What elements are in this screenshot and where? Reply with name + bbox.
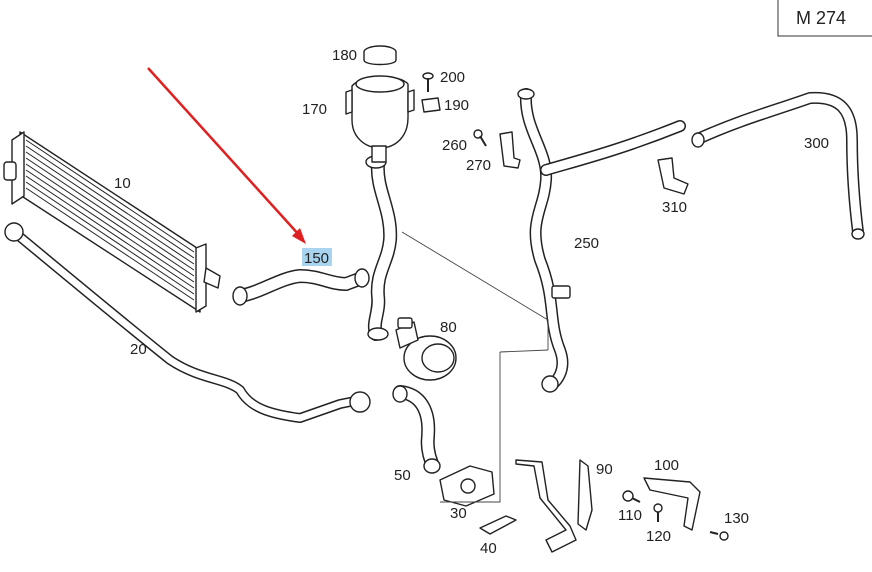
hose-250-part[interactable] (517, 88, 686, 393)
bracket-90-part[interactable] (515, 459, 593, 553)
bracket-310-part[interactable] (657, 157, 689, 195)
callout-150-highlight: 150 (302, 248, 332, 267)
callout-250: 250 (574, 235, 599, 252)
diagram-id-box: M 274 (777, 0, 872, 37)
bolt-130-part[interactable] (709, 531, 729, 541)
bolt-260-part[interactable] (473, 129, 487, 147)
diagram-id-label: M 274 (796, 8, 846, 28)
reservoir-outlet-hose[interactable] (365, 155, 398, 341)
hose-300-part[interactable] (691, 91, 865, 240)
callout-200: 200 (440, 69, 465, 86)
callout-40: 40 (480, 540, 497, 557)
reference-lines (401, 231, 549, 503)
screw-200-part[interactable] (422, 72, 434, 92)
callout-30: 30 (450, 505, 467, 522)
callout-170: 170 (302, 101, 327, 118)
hose-150-part[interactable] (232, 268, 370, 306)
callout-20: 20 (130, 341, 147, 358)
gasket-40-part[interactable] (479, 515, 517, 535)
callout-10: 10 (114, 175, 131, 192)
water-pump-80-part[interactable] (395, 317, 457, 381)
hose-20-part[interactable] (4, 222, 371, 423)
bolt-120-part[interactable] (653, 503, 663, 522)
bracket-100-part[interactable] (643, 477, 701, 531)
expansion-tank-part[interactable] (345, 75, 415, 163)
red-pointer-arrow (147, 67, 306, 244)
callout-260: 260 (442, 137, 467, 154)
expansion-tank-cap-part[interactable] (363, 45, 397, 66)
callout-100: 100 (654, 457, 679, 474)
radiator-part[interactable] (3, 131, 221, 313)
callout-310: 310 (662, 199, 687, 216)
bolt-110-part[interactable] (622, 490, 641, 503)
clip-190-part[interactable] (421, 97, 441, 113)
callout-50: 50 (394, 467, 411, 484)
callout-300: 300 (804, 135, 829, 152)
callout-130: 130 (724, 510, 749, 527)
thermostat-housing-30-part[interactable] (439, 465, 495, 507)
callout-80: 80 (440, 319, 457, 336)
callout-90: 90 (596, 461, 613, 478)
callout-150: 150 (304, 250, 329, 267)
callout-110: 110 (618, 507, 642, 524)
callout-120: 120 (646, 528, 671, 545)
hose-50-part[interactable] (392, 385, 441, 474)
bracket-270-part[interactable] (499, 131, 521, 169)
callout-190: 190 (444, 97, 469, 114)
callout-180: 180 (332, 47, 357, 64)
callout-270: 270 (466, 157, 491, 174)
